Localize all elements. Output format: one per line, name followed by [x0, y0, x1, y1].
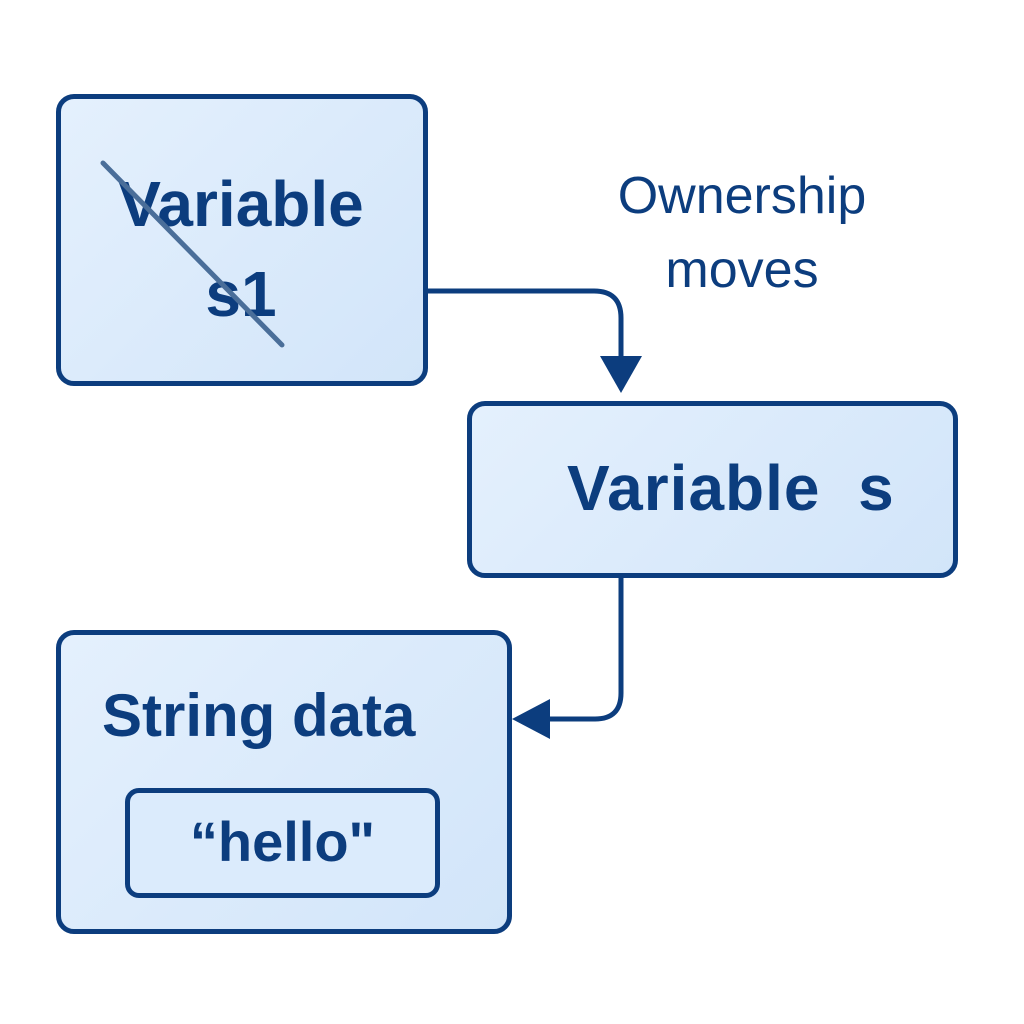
ownership-annotation-line2: moves	[665, 241, 819, 299]
ownership-move-arrow	[428, 288, 624, 362]
string-data-title: String data	[102, 682, 416, 749]
variable-s-label: Variable s	[567, 452, 895, 524]
ownership-move-arrowhead	[600, 356, 642, 393]
variable-s1-box	[56, 94, 428, 386]
variable-s1-label-line1: Variable	[118, 168, 364, 240]
ownership-annotation-line1: Ownership	[617, 167, 867, 225]
reference-arrowhead	[512, 699, 550, 739]
variable-s1-label-line2: s1	[205, 258, 277, 330]
reference-arrow	[548, 578, 624, 722]
hello-value-box	[125, 788, 440, 898]
hello-value-text: “hello"	[189, 810, 376, 873]
variable-s-box	[467, 401, 958, 578]
